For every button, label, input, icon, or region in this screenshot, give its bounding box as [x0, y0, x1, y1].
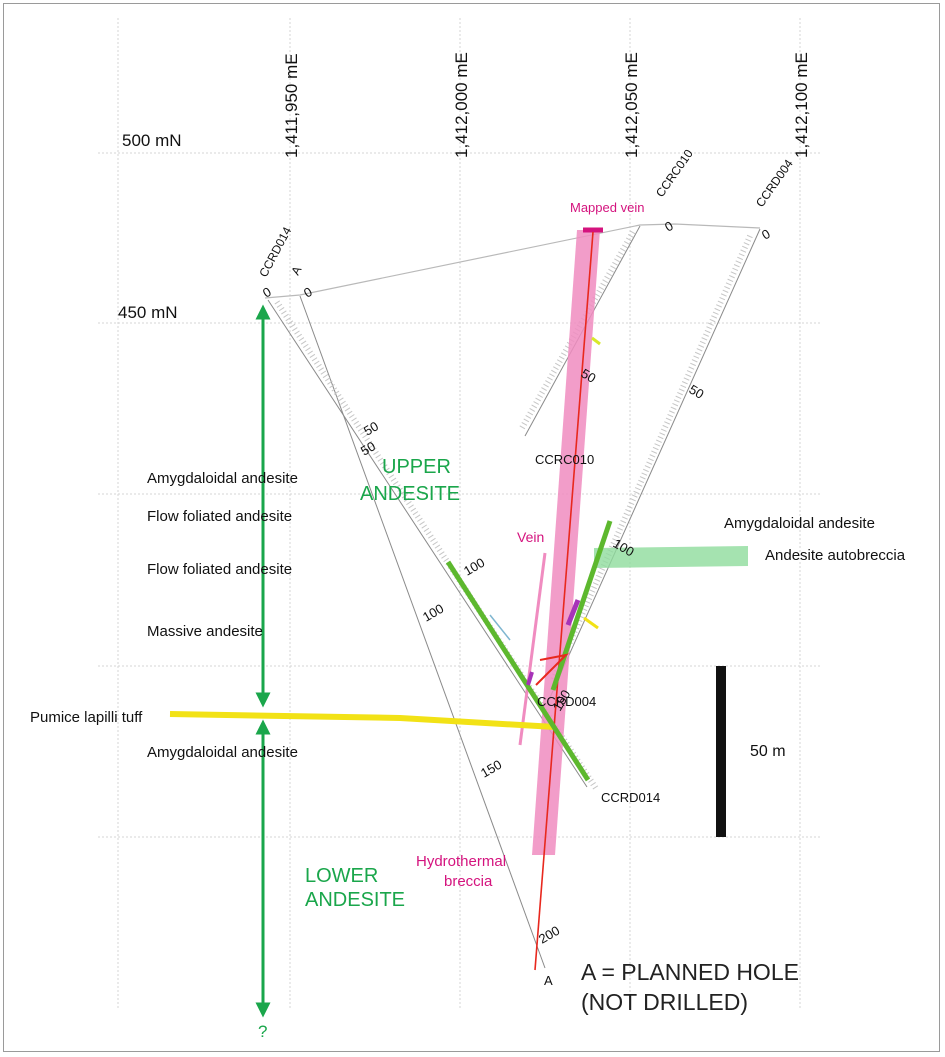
planned-depth-200: 200	[536, 923, 562, 947]
collar-line	[264, 223, 761, 299]
mapped-vein-label: Mapped vein	[570, 200, 644, 215]
ccrc010-depth-50: 50	[579, 366, 599, 386]
purple-interval-2	[526, 671, 534, 686]
grid	[98, 18, 822, 1008]
hydrothermal-label-1: Hydrothermal	[416, 853, 506, 870]
pumice-tuff-line	[169, 711, 556, 730]
northing-label-450: 450 mN	[118, 303, 178, 322]
lithology-left-1: Amygdaloidal andesite	[147, 470, 298, 487]
lithology-left-4: Massive andesite	[147, 623, 263, 640]
vein-label: Vein	[517, 529, 544, 545]
planned-collar-label: A	[288, 264, 304, 278]
planned-hole-trace	[299, 295, 546, 969]
vein-zone	[532, 230, 600, 855]
ccrc010-depth-0: 0	[662, 218, 676, 235]
lithology-right-2: Andesite autobreccia	[765, 547, 906, 564]
ccrd014-depth-50: 50	[361, 418, 381, 438]
easting-label-3: 1,412,050 mE	[622, 52, 641, 158]
lithology-left-5: Pumice lapilli tuff	[30, 709, 143, 726]
ccrd004-end-label: CCRD004	[537, 694, 596, 709]
planned-hole-note-2: (NOT DRILLED)	[581, 989, 748, 1015]
lithology-left-6: Amygdaloidal andesite	[147, 744, 298, 761]
lower-andesite-label-1: LOWER	[305, 865, 378, 887]
ccrc010-end-label: CCRC010	[535, 452, 594, 467]
planned-depth-150: 150	[478, 757, 504, 781]
planned-depth-100: 100	[420, 601, 446, 625]
upper-andesite-label-2: ANDESITE	[360, 483, 460, 505]
northing-label-500: 500 mN	[122, 131, 182, 150]
planned-depth-50: 50	[358, 438, 378, 458]
red-hole-line	[534, 231, 594, 971]
purple-interval-1	[565, 599, 581, 626]
ccrd014-interval	[445, 560, 591, 782]
teal-tick	[489, 614, 511, 641]
ccrd004-depth-50: 50	[687, 382, 707, 402]
lithology-right-1: Amygdaloidal andesite	[724, 515, 875, 532]
planned-end-label: A	[544, 973, 553, 988]
easting-label-4: 1,412,100 mE	[792, 52, 811, 158]
ccrc010-collar-label: CCRC010	[653, 147, 696, 200]
unknown-base-label: ?	[258, 1022, 267, 1041]
figure-border	[3, 3, 940, 1052]
easting-label-1: 1,411,950 mE	[282, 53, 301, 158]
ccrc010-interval	[591, 336, 601, 346]
lower-andesite-label-2: ANDESITE	[305, 889, 405, 911]
red-fault	[535, 653, 570, 686]
ccrd004-collar-label: CCRD004	[753, 157, 796, 210]
ccrd004-interval	[550, 520, 613, 691]
upper-andesite-label-1: UPPER	[382, 456, 451, 478]
ccrd014-depth-100: 100	[461, 555, 487, 579]
scale-bar-label: 50 m	[750, 743, 786, 760]
ccrd004-depth-0: 0	[759, 226, 773, 243]
autobreccia-band	[594, 546, 748, 568]
ccrd014-end-label: CCRD014	[601, 790, 660, 805]
vein-line	[518, 552, 547, 746]
scale-bar	[716, 666, 726, 837]
ccrd014-depth-0: 0	[260, 284, 274, 301]
lithology-left-2: Flow foliated andesite	[147, 508, 292, 525]
easting-label-2: 1,412,000 mE	[452, 52, 471, 158]
lithology-left-3: Flow foliated andesite	[147, 561, 292, 578]
planned-hole-note-1: A = PLANNED HOLE	[581, 959, 799, 985]
ccrd014-trace	[267, 299, 600, 792]
yellow-tick	[583, 616, 599, 630]
hydrothermal-label-2: breccia	[444, 873, 493, 890]
ccrd004-trace	[547, 228, 761, 703]
